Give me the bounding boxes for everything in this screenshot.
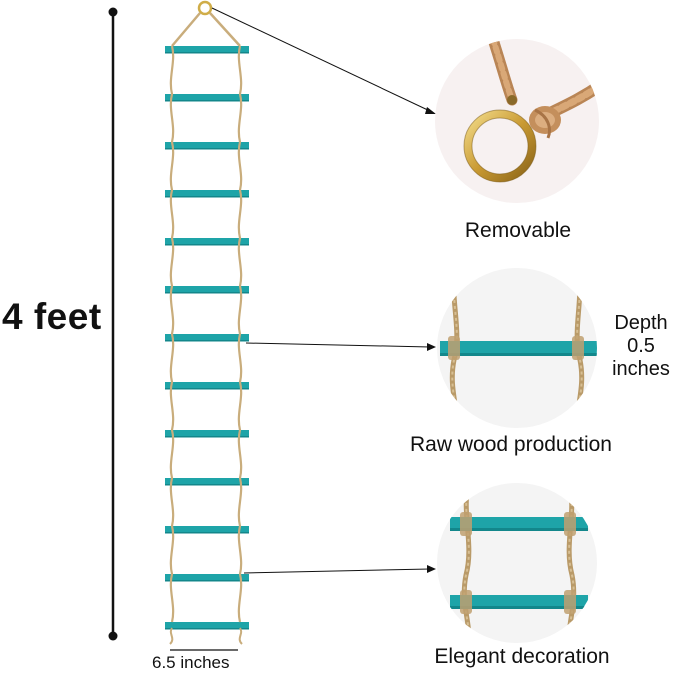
ladder-rung — [165, 46, 249, 53]
ladder-rung — [165, 334, 249, 341]
ladder-rung-shadow — [165, 244, 249, 246]
ladder-rung-shadow — [165, 148, 249, 150]
height-label: 4 feet — [2, 296, 102, 337]
ladder-rung-shadow — [165, 580, 249, 582]
pointer-lines — [211, 7, 436, 574]
ladder-rung — [165, 574, 249, 581]
double-rung-closeup-icon — [450, 484, 588, 643]
depth-label: Depth 0.5 inches — [596, 312, 679, 381]
ladder-rung — [165, 526, 249, 533]
ladder-rung — [165, 622, 249, 629]
metal-ring-icon — [464, 110, 536, 182]
detail-circle-double-rung — [437, 483, 597, 643]
caption-removable: Removable — [464, 219, 572, 242]
detail-circle-rung — [437, 268, 597, 428]
detail-circle-ring — [435, 39, 599, 203]
ladder-rung — [165, 94, 249, 101]
left-rope — [169, 45, 175, 623]
ladder-rung-shadow — [165, 196, 249, 198]
ladder-rung-shadow — [165, 292, 249, 294]
ladder-rung — [165, 430, 249, 437]
hanging-ring-icon — [197, 0, 213, 16]
ladder-rung-shadow — [165, 340, 249, 342]
ladder — [165, 0, 249, 645]
depth-label-line-3: inches — [612, 358, 670, 380]
ladder-rung-shadow — [165, 484, 249, 486]
caption-elegant-decoration: Elegant decoration — [434, 645, 610, 668]
ladder-rung-shadow — [165, 436, 249, 438]
ladder-rung — [165, 238, 249, 245]
ladder-rung-shadow — [165, 532, 249, 534]
ladder-rung-shadow — [165, 52, 249, 54]
right-rope — [237, 45, 243, 623]
ladder-rung — [165, 190, 249, 197]
ladder-rung-shadow — [165, 628, 249, 630]
ladder-rung — [165, 382, 249, 389]
ladder-rung-shadow — [165, 100, 249, 102]
ladder-rung-shadow — [165, 388, 249, 390]
caption-raw-wood: Raw wood production — [410, 433, 612, 456]
ladder-rung — [165, 286, 249, 293]
depth-label-line-2: 0.5 — [627, 335, 655, 357]
ladder-rung — [165, 478, 249, 485]
ladder-rung — [165, 142, 249, 149]
depth-label-line-1: Depth — [614, 312, 668, 334]
width-label: 6.5 inches — [152, 653, 230, 672]
height-dimension-line — [108, 7, 118, 641]
